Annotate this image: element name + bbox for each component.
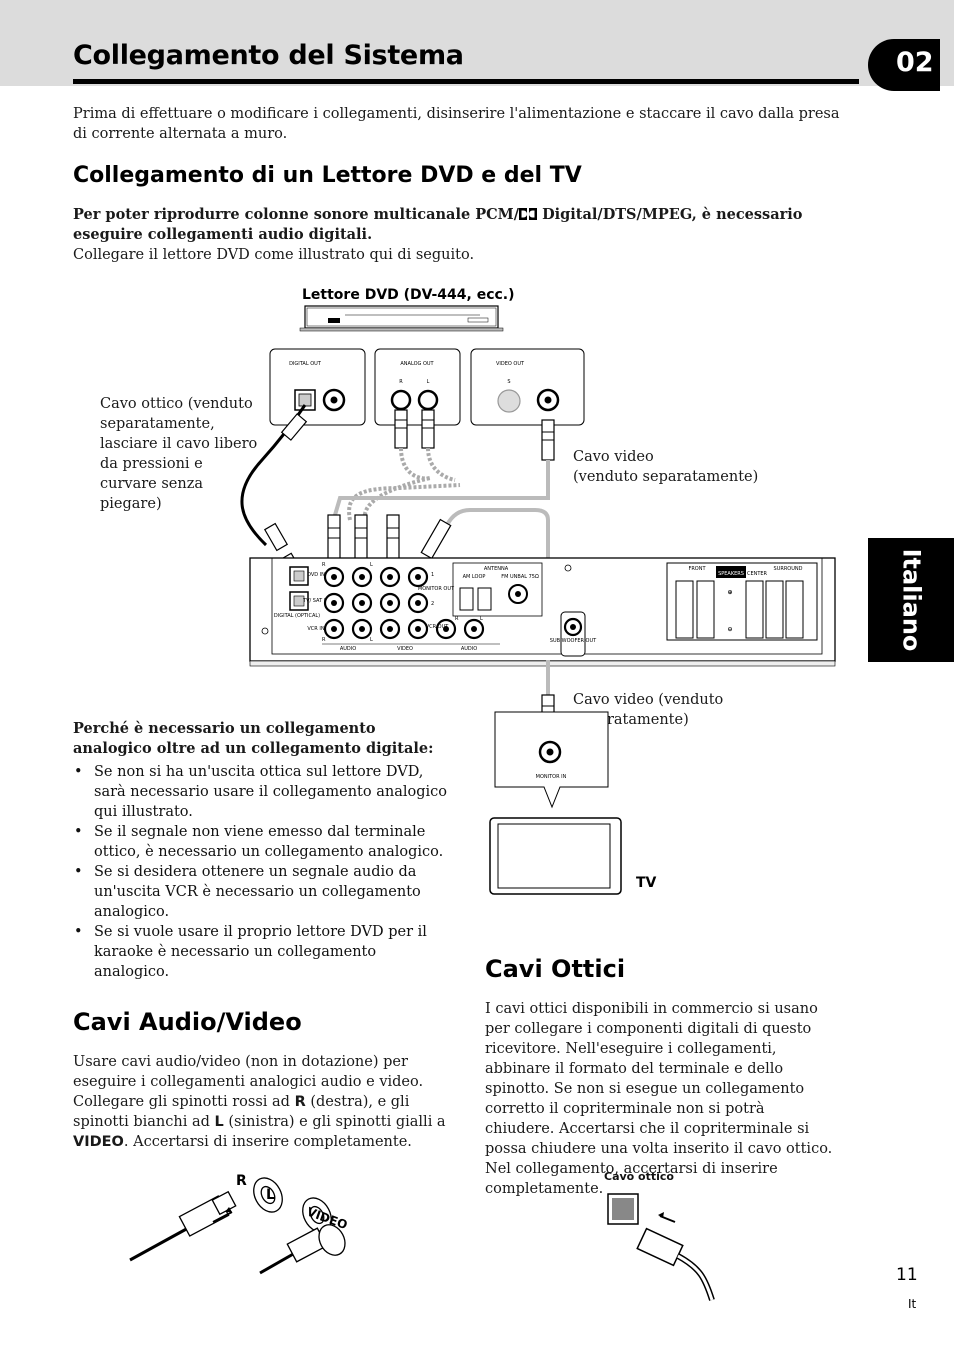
section-heading-optical-cables: Cavi Ottici (485, 955, 626, 983)
svg-text:L: L (370, 637, 373, 643)
svg-text:AM LOOP: AM LOOP (463, 574, 486, 580)
svg-text:FRONT: FRONT (688, 566, 706, 572)
svg-text:DIGITAL OUT: DIGITAL OUT (289, 361, 322, 367)
section-heading-dvd-tv: Collegamento di un Lettore DVD e del TV (73, 163, 582, 188)
title-rule (73, 79, 859, 84)
svg-text:L: L (266, 1187, 275, 1203)
svg-text:DVD IN: DVD IN (307, 572, 325, 578)
svg-text:R: R (455, 616, 459, 622)
svg-text:TV/ SAT IN: TV/ SAT IN (302, 598, 329, 604)
svg-text:R: R (322, 562, 326, 568)
svg-text:L: L (480, 616, 483, 622)
svg-text:MONITOR IN: MONITOR IN (536, 774, 567, 780)
dvd-digital-note: Per poter riprodurre colonne sonore mult… (73, 206, 803, 263)
svg-text:MONITOR OUT: MONITOR OUT (418, 586, 455, 592)
svg-text:CENTER: CENTER (747, 571, 768, 577)
dolby-logo-icon (519, 208, 538, 220)
tv-monitor-in-panel: MONITOR IN (494, 711, 609, 809)
svg-text:AUDIO: AUDIO (340, 646, 356, 652)
video-cable-dvd-receiver (333, 419, 555, 660)
svg-text:SPEAKERS: SPEAKERS (718, 571, 744, 577)
receiver-rear-panel: DIGITAL (OPTICAL) DVD IN TV/ SAT IN VCR … (249, 557, 836, 667)
tv-illustration (489, 817, 622, 895)
video-cable-note: Cavo video(venduto separatamente) (573, 449, 759, 485)
svg-text:DIGITAL (OPTICAL): DIGITAL (OPTICAL) (274, 613, 320, 619)
intro-paragraph: Prima di effettuare o modificare i colle… (73, 106, 840, 142)
list-item: Se si desidera ottenere un segnale audio… (73, 862, 448, 922)
analog-audio-cable-dvd-end (347, 409, 461, 521)
svg-text:VCR OUT: VCR OUT (426, 624, 450, 630)
tv-label: TV (636, 875, 657, 891)
list-item: Se il segnale non viene emesso dal termi… (73, 822, 448, 862)
dvd-player-label: Lettore DVD (DV-444, ecc.) (302, 287, 515, 303)
dvd-video-out-panel: VIDEO OUT S (470, 348, 585, 426)
dvd-digital-out-panel: DIGITAL OUT (269, 348, 366, 426)
svg-text:2: 2 (431, 601, 434, 607)
dvd-analog-out-panel: ANALOG OUT R L (374, 348, 461, 426)
optical-cable-figure (607, 1193, 715, 1301)
svg-text:1: 1 (431, 572, 434, 578)
svg-text:FM UNBAL 75Ω: FM UNBAL 75Ω (501, 574, 539, 580)
svg-text:R: R (236, 1173, 247, 1189)
section-heading-av-cables: Cavi Audio/Video (73, 1008, 302, 1036)
language-code: It (908, 1297, 917, 1311)
av-cables-paragraph: Usare cavi audio/video (non in dotazione… (73, 1054, 446, 1150)
analog-why-heading: Perché è necessario un collegamento anal… (73, 720, 434, 757)
svg-text:⊖: ⊖ (727, 626, 732, 633)
svg-text:VIDEO OUT: VIDEO OUT (496, 361, 525, 367)
header-band (0, 0, 954, 86)
svg-text:SURROUND: SURROUND (774, 566, 803, 572)
language-side-tab (868, 538, 954, 662)
chapter-badge: 02 (868, 39, 940, 91)
optical-cable (240, 404, 308, 578)
svg-text:ANTENNA: ANTENNA (484, 566, 509, 572)
svg-text:⊕: ⊕ (727, 589, 732, 596)
page-number: 11 (896, 1265, 918, 1285)
rca-cable-figure: R L VIDEO (129, 1173, 349, 1275)
svg-text:R: R (322, 637, 326, 643)
optical-cable-figure-label: Cavo ottico (604, 1170, 674, 1183)
svg-text:AUDIO: AUDIO (461, 646, 477, 652)
rca-plugs-receiver (327, 514, 400, 561)
svg-text:R: R (399, 379, 403, 385)
list-item: Se non si ha un'uscita ottica sul lettor… (73, 762, 448, 822)
svg-text:L: L (370, 562, 373, 568)
svg-text:L: L (427, 379, 430, 385)
svg-text:SUB WOOFER OUT: SUB WOOFER OUT (550, 638, 597, 644)
svg-text:ANALOG OUT: ANALOG OUT (400, 361, 434, 367)
svg-text:S: S (507, 379, 510, 385)
list-item: Se si vuole usare il proprio lettore DVD… (73, 922, 448, 982)
svg-text:VIDEO: VIDEO (397, 646, 413, 652)
analog-why-list: Se non si ha un'uscita ottica sul lettor… (73, 762, 448, 982)
dvd-player-illustration (299, 305, 504, 332)
page-title: Collegamento del Sistema (73, 40, 464, 71)
optical-cables-paragraph: I cavi ottici disponibili in commercio s… (485, 1001, 833, 1197)
optical-cable-note: Cavo ottico (venduto separatamente, lasc… (100, 396, 258, 512)
svg-text:VCR IN: VCR IN (307, 626, 324, 632)
